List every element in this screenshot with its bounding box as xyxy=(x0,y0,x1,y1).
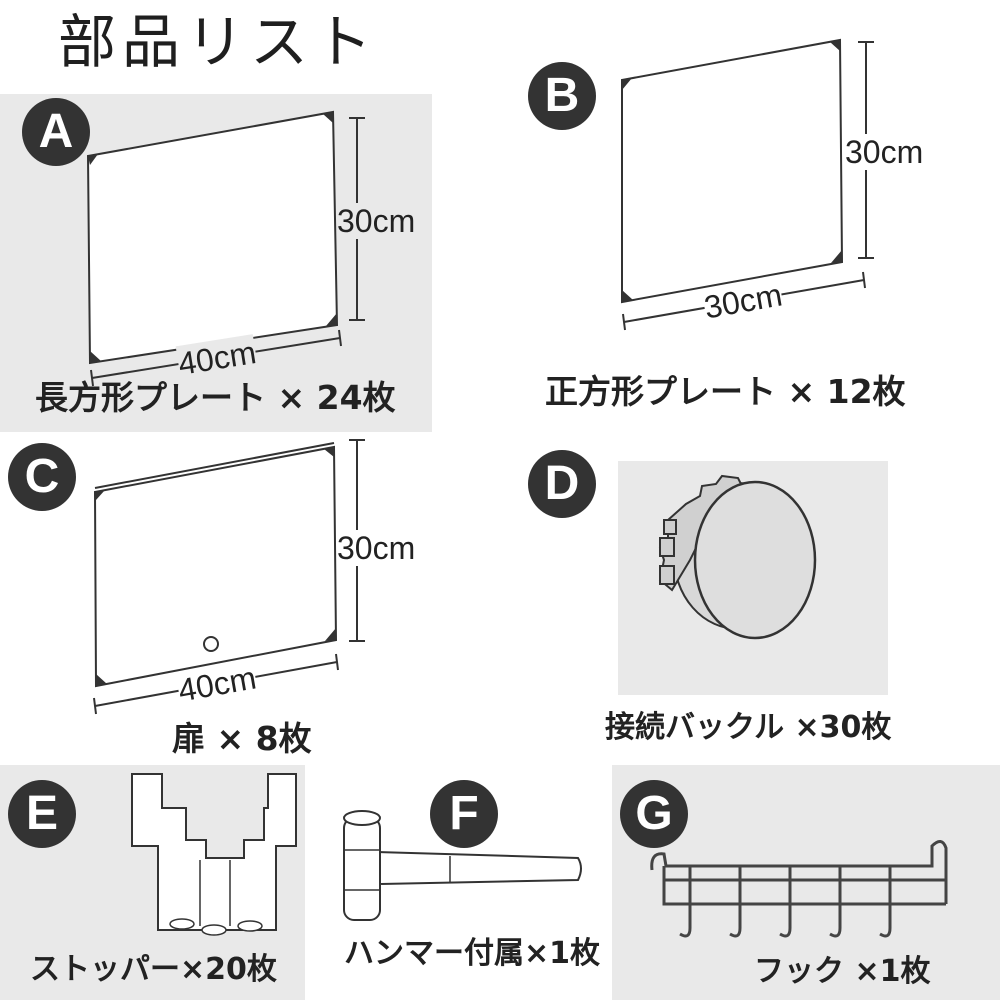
caption-g: フック ×1枚 xyxy=(754,954,931,989)
caption-a: 長方形プレート × 24枚 xyxy=(35,378,396,417)
badge-b: B xyxy=(528,62,596,130)
badge-d: D xyxy=(528,450,596,518)
caption-e: ストッパー×20枚 xyxy=(30,952,277,987)
badge-e: E xyxy=(8,780,76,848)
caption-b: 正方形プレート × 12枚 xyxy=(545,372,906,411)
page-title: 部品リスト xyxy=(58,8,379,76)
caption-d: 接続バックル ×30枚 xyxy=(605,710,892,745)
badge-a: A xyxy=(22,98,90,166)
badge-g: G xyxy=(620,780,688,848)
dimension-height-c: 30cm xyxy=(337,530,416,566)
badge-f: F xyxy=(430,780,498,848)
caption-f: ハンマー付属×1枚 xyxy=(344,936,601,971)
dimension-height-b: 30cm xyxy=(845,134,924,170)
dimension-height-a: 30cm xyxy=(337,203,416,239)
badge-c: C xyxy=(8,443,76,511)
caption-c: 扉 × 8枚 xyxy=(172,719,312,758)
